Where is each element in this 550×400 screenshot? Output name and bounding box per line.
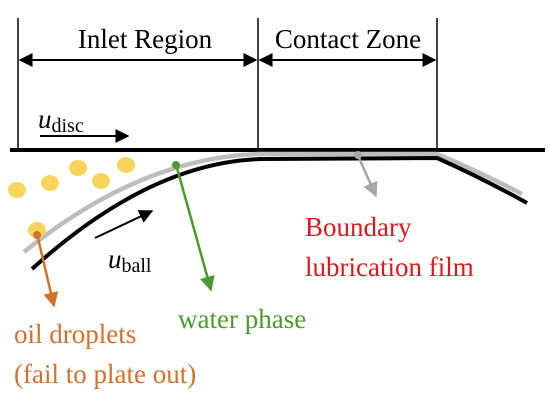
contact-zone-label: Contact Zone [275, 24, 421, 54]
boundary-film-label-line2: lubrication film [305, 252, 474, 282]
water-phase-label: water phase [178, 304, 306, 334]
u-disc-subscript: disc [52, 115, 84, 137]
oil-droplet [117, 157, 135, 173]
boundary-film-layer [22, 151, 524, 254]
u-disc-main: u [38, 104, 52, 134]
oil-droplets [8, 157, 135, 238]
ball-surface [30, 155, 528, 271]
boundary-film-dot [354, 151, 362, 159]
oil-droplet [28, 222, 46, 238]
oil-droplet [92, 173, 110, 189]
oil-droplets-label-line1: oil droplets [14, 319, 136, 349]
oil-droplet [41, 175, 59, 191]
oil-droplet [69, 160, 87, 176]
oil-droplet-pointer [36, 237, 59, 308]
water-phase-dot [172, 161, 180, 169]
oil-droplet-dot [33, 231, 41, 239]
water-phase-pointer [175, 167, 215, 292]
u-ball-main: u [108, 244, 122, 274]
ball-velocity-arrow [94, 210, 154, 239]
oil-droplet [8, 182, 26, 198]
u-disc-symbol: udisc [38, 104, 84, 137]
boundary-film-pointer [357, 157, 378, 198]
boundary-film-label-line1: Boundary [305, 212, 412, 242]
oil-droplets-label-line2: (fail to plate out) [14, 359, 196, 389]
inlet-region-label: Inlet Region [78, 24, 213, 54]
u-ball-subscript: ball [122, 255, 152, 277]
u-ball-symbol: uball [108, 244, 152, 277]
